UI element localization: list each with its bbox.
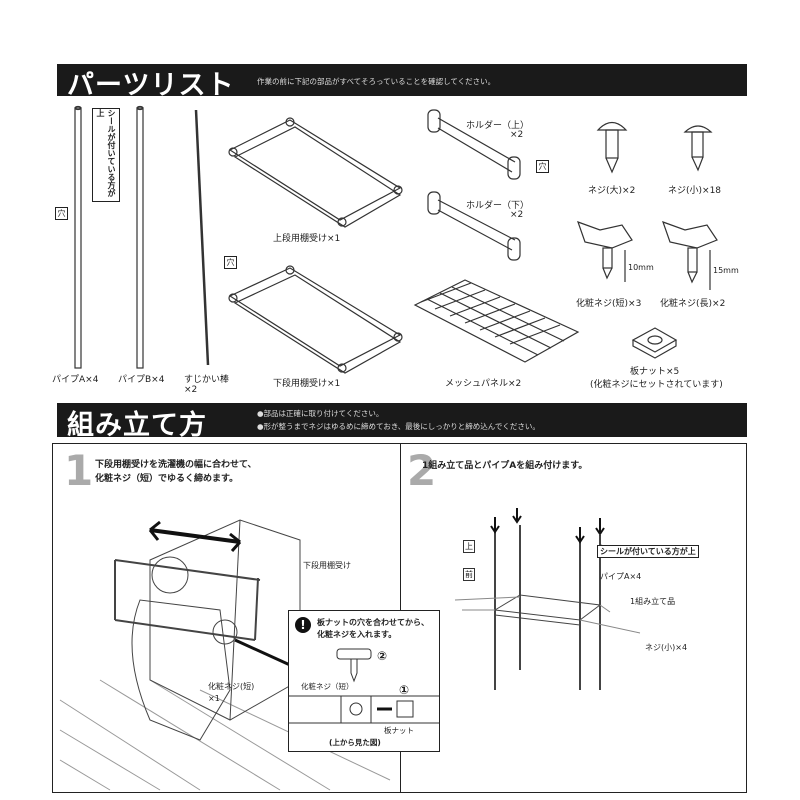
holder-upper-count: ×2: [510, 130, 524, 140]
person-drawing: [131, 556, 231, 741]
callout-nut-label: 板ナット: [384, 726, 414, 735]
floor-lines: [59, 679, 391, 791]
lower-shelf-label: 下段用棚受け×1: [273, 379, 341, 389]
screw-large-drawing: [596, 121, 628, 174]
screw-small-label: ネジ(小)×18: [668, 186, 722, 196]
lower-shelf-callout-label: 下段用棚受け: [303, 561, 351, 570]
mesh-panel-label: メッシュパネル×2: [445, 379, 522, 389]
callout-text-1: 板ナットの穴を合わせてから、: [317, 618, 429, 627]
callout-view-label: (上から見た図): [329, 738, 381, 747]
knob-short-callout-label: 化粧ネジ(短): [208, 682, 255, 691]
hole-label: 穴: [224, 256, 237, 269]
assembly-step-label: 1組み立て品: [630, 597, 676, 606]
callout-pointer: [234, 638, 291, 667]
width-arrow: [148, 520, 242, 552]
frame-assembly-drawing: [454, 525, 641, 690]
callout-diagram: [289, 648, 439, 724]
pipe-b-label: パイプB×4: [118, 375, 165, 385]
step-mark-2: ②: [377, 649, 388, 663]
lower-shelf-bracket-drawing: [228, 265, 403, 374]
pipe-b-drawing: [136, 105, 144, 369]
step-1-text-2: 化粧ネジ（短）でゆるく締めます。: [95, 474, 239, 484]
assembly-note-2: ●形が整うまでネジはゆるめに締めておき、最後にしっかりと締め込んでください。: [257, 422, 540, 431]
plate-nut-label: 板ナット×5: [630, 367, 680, 377]
upper-shelf-label: 上段用棚受け×1: [273, 234, 341, 244]
parts-list-note: 作業の前に下記の部品がすべてそろっていることを確認してください。: [257, 77, 496, 86]
screw-large-label: ネジ(大)×2: [588, 186, 636, 196]
holder-lower-count: ×2: [510, 210, 524, 220]
step-1-text-1: 下段用棚受けを洗濯機の幅に合わせて、: [95, 460, 257, 470]
step-2-number: 2: [407, 446, 437, 495]
knob-short-label: 化粧ネジ(短)×3: [576, 299, 642, 309]
parts-list-title: パーツリスト: [67, 70, 235, 101]
callout-knob-label: 化粧ネジ（短）: [301, 682, 354, 691]
screw-step-label: ネジ(小)×4: [645, 643, 688, 652]
pipe-a-drawing: [74, 105, 82, 369]
brace-count: ×2: [184, 385, 198, 395]
brace-bar-drawing: [194, 109, 210, 366]
parts-list-header: パーツリスト 作業の前に下記の部品がすべてそろっていることを確認してください。: [57, 64, 747, 101]
knob-long-label: 化粧ネジ(長)×2: [660, 299, 726, 309]
holder-lower-drawing: [427, 191, 521, 261]
exclamation-icon: !: [295, 617, 311, 633]
lower-shelf-in-use: [114, 559, 261, 641]
holder-lower-label: ホルダー（下）: [466, 201, 530, 211]
knob-long-drawing: [662, 221, 718, 290]
knob-short-drawing: [577, 221, 633, 282]
assembly-note-1: ●部品は正確に取り付けてください。: [257, 409, 384, 418]
screw-small-drawing: [683, 125, 713, 172]
holder-upper-label: ホルダー（上）: [466, 121, 530, 131]
hole-label: 穴: [536, 160, 549, 173]
plate-nut-note: (化粧ネジにセットされています): [590, 380, 723, 390]
zoom-circle: [212, 619, 238, 645]
seal-label: シールが付いている方が上: [597, 545, 699, 558]
step-mark-1: ①: [399, 683, 410, 697]
pipe-a-label: パイプA×4: [52, 375, 99, 385]
holder-upper-drawing: [427, 109, 521, 180]
upper-shelf-bracket-drawing: [228, 117, 403, 228]
seal-note-label: シールが付いている方が上: [92, 108, 120, 202]
step-1-number: 1: [64, 446, 94, 495]
pipe-a-step-label: パイプA×4: [600, 572, 642, 581]
brace-label: すじかい棒: [184, 375, 230, 385]
assembly-title: 組み立て方: [67, 410, 207, 441]
mesh-panel-drawing: [413, 279, 580, 363]
knob-short-callout-count: ×1: [208, 694, 220, 703]
up-direction-icon: 上: [463, 540, 475, 553]
assembly-header: 組み立て方 ●部品は正確に取り付けてください。 ●形が整うまでネジはゆるめに締め…: [57, 403, 747, 441]
hole-label: 穴: [55, 207, 68, 220]
callout-text-2: 化粧ネジを入れます。: [317, 630, 397, 639]
down-arrows: [490, 508, 605, 544]
front-direction-icon: 前: [463, 568, 475, 581]
step-2-text: 1組み立て品とパイプAを組み付けます。: [422, 461, 588, 471]
step-1-callout: ! 板ナットの穴を合わせてから、 化粧ネジを入れます。 ② ① 化粧ネジ（短） …: [288, 610, 440, 752]
length-long-label: 15mm: [713, 266, 739, 275]
length-short-label: 10mm: [628, 263, 654, 272]
plate-nut-drawing: [631, 327, 678, 359]
